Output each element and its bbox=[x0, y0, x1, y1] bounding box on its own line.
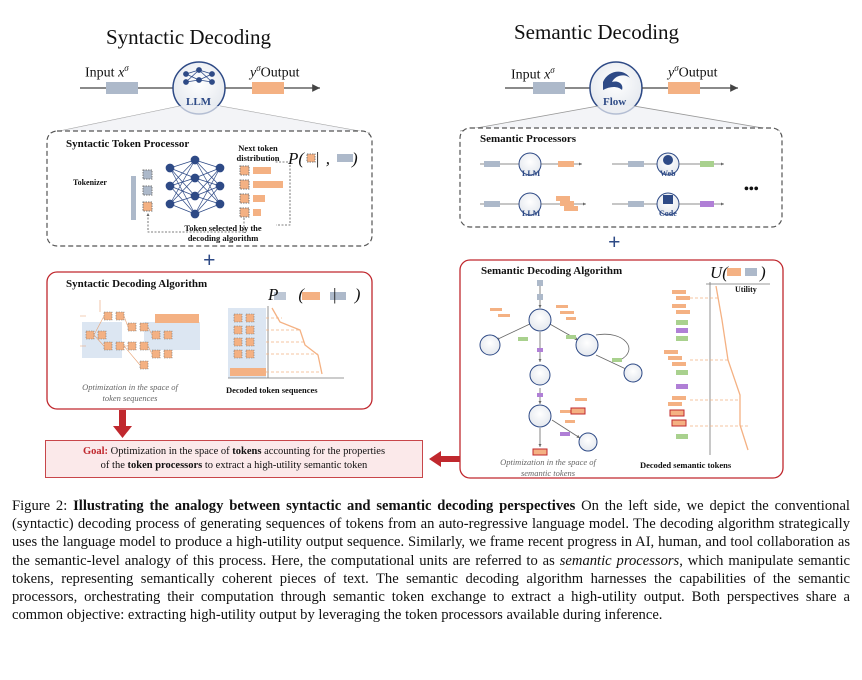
left-output-label: yσOutput bbox=[250, 63, 300, 81]
decoded-semantic-tokens bbox=[664, 290, 690, 439]
utility-label: Utility bbox=[735, 285, 757, 294]
caption-prefix: Figure 2: bbox=[12, 498, 74, 514]
wave-icon bbox=[603, 71, 630, 90]
flow-label: Flow bbox=[603, 96, 627, 108]
llm-label: LLM bbox=[186, 96, 212, 108]
decoded-sequences-label: Decoded token sequences bbox=[226, 385, 318, 395]
llm-processor-label-1: LLM bbox=[522, 169, 541, 178]
syntactic-algorithm-header: Syntactic Decoding Algorithm bbox=[66, 278, 208, 290]
more-processors-ellipsis: ••• bbox=[744, 182, 759, 197]
semantic-processors-header: Semantic Processors bbox=[480, 133, 577, 145]
globe-icon bbox=[663, 155, 673, 165]
semantic-graph-nodes bbox=[479, 280, 643, 456]
right-output-label: yσOutput bbox=[668, 63, 718, 81]
syntactic-processor-box bbox=[46, 130, 373, 247]
next-token-distribution bbox=[239, 165, 283, 218]
right-input-label: Input xσ bbox=[511, 65, 555, 83]
left-arrow bbox=[440, 456, 462, 462]
user-icon bbox=[479, 334, 501, 356]
tokenizer-tokens bbox=[142, 169, 153, 212]
syntactic-processor-header: Syntactic Token Processor bbox=[66, 138, 190, 150]
semantic-processor-llm-2 bbox=[480, 192, 586, 216]
network-icon bbox=[183, 67, 215, 85]
utility-chart bbox=[690, 282, 770, 455]
caption-text-1: On the left side, we depict the conventi… bbox=[12, 498, 850, 569]
left-title: Syntactic Decoding bbox=[106, 25, 272, 49]
tokenizer-label: Tokenizer bbox=[73, 178, 107, 187]
input-token bbox=[106, 82, 138, 94]
right-title: Semantic Decoding bbox=[514, 20, 680, 44]
sequence-probability-formula: P(|) bbox=[268, 285, 361, 304]
left-plus: + bbox=[203, 247, 216, 272]
goal-box: Goal: Optimization in the space of token… bbox=[45, 440, 423, 478]
semantic-processor-web bbox=[612, 152, 724, 176]
semantic-processor-code bbox=[612, 192, 724, 216]
code-icon bbox=[663, 195, 673, 204]
globe-icon-2 bbox=[623, 363, 643, 383]
caption-italic: semantic processors bbox=[559, 552, 680, 569]
decoded-semantic-label: Decoded semantic tokens bbox=[640, 460, 732, 470]
database-icon bbox=[529, 364, 551, 386]
left-input-label: Input xσ bbox=[85, 63, 129, 81]
down-arrow bbox=[119, 410, 126, 428]
output-token bbox=[252, 82, 284, 94]
token-sequence-tree bbox=[80, 300, 200, 370]
figure-2: Syntactic Decoding Semantic Decoding Inp… bbox=[45, 20, 784, 479]
right-plus: + bbox=[608, 229, 621, 254]
figure-caption: Figure 2: Illustrating the analogy betwe… bbox=[12, 497, 850, 624]
probability-formula: P(|,) bbox=[288, 149, 358, 168]
syntactic-algorithm-box bbox=[46, 271, 373, 410]
decoded-token-chart bbox=[228, 306, 344, 379]
code-icon-2 bbox=[578, 432, 598, 452]
web-processor-label: Web bbox=[660, 169, 676, 178]
neural-network-icon bbox=[165, 155, 225, 219]
semantic-algorithm-header: Semantic Decoding Algorithm bbox=[481, 265, 623, 277]
caption-title: Illustrating the analogy between syntact… bbox=[73, 498, 576, 514]
feedback-arrow bbox=[146, 213, 245, 233]
utility-formula: U() bbox=[710, 263, 766, 282]
caption-text-2: , which manipulate semantic tokens, repr… bbox=[12, 552, 851, 624]
llm-processor-label-2: LLM bbox=[522, 209, 541, 218]
figure-drawing bbox=[46, 61, 784, 479]
code-processor-label: Code bbox=[659, 209, 677, 218]
tokenizer-bar bbox=[131, 176, 136, 220]
semantic-processor-llm-1 bbox=[480, 152, 582, 176]
